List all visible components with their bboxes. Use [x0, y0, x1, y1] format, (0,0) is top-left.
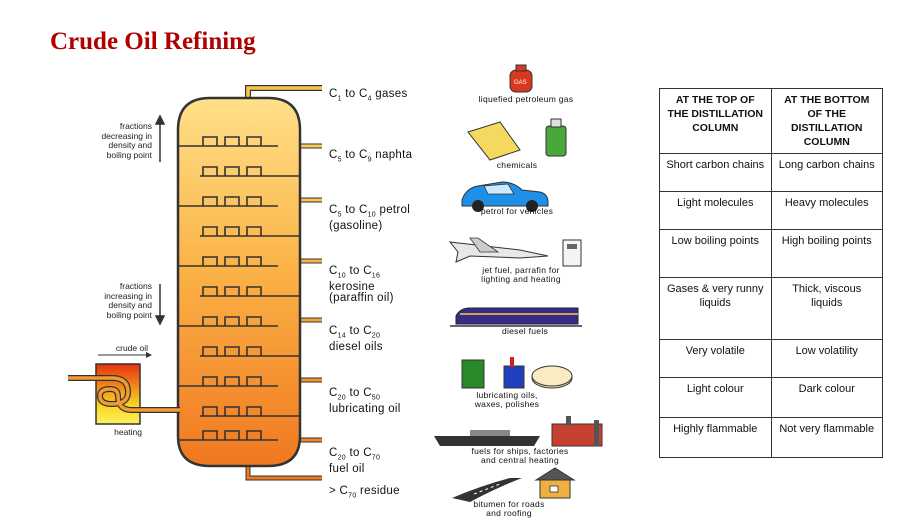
chemicals-icon	[467, 118, 567, 161]
bubble-cap	[202, 406, 218, 416]
bubble-cap	[224, 316, 240, 326]
product-label: chemicals	[496, 160, 538, 170]
bubble-cap	[202, 376, 218, 386]
table-cell: Low boiling points	[659, 229, 772, 278]
bubble-cap	[246, 406, 262, 416]
table-header-row: AT THE TOP OF THE DISTILLATION COLUMN AT…	[659, 88, 883, 154]
product-label: petrol for vehicles	[480, 206, 554, 216]
distillation-column	[176, 96, 302, 468]
table-cell: High boiling points	[770, 229, 883, 278]
bubble-cap	[224, 226, 240, 236]
fractions-decreasing-label: fractions decreasing in density and boil…	[101, 121, 152, 160]
bubble-cap	[202, 430, 218, 440]
direction-arrows	[154, 114, 166, 326]
distillation-diagram: GAS	[68, 64, 603, 502]
bubble-cap	[246, 346, 262, 356]
table-cell: Low volatility	[770, 339, 883, 378]
road-house-icon	[452, 467, 576, 502]
output-pipes	[245, 85, 322, 481]
bubble-cap	[246, 430, 262, 440]
jet-plane-icon	[448, 237, 582, 267]
fractions-increasing-label: fractions increasing in density and boil…	[104, 281, 152, 320]
fraction-label: > C70 residue	[329, 485, 400, 500]
bubble-cap	[224, 136, 240, 146]
train-icon	[450, 307, 582, 327]
bubble-cap	[202, 286, 218, 296]
bubble-cap	[202, 196, 218, 206]
bubble-cap	[246, 166, 262, 176]
table-cell: Long carbon chains	[770, 153, 883, 192]
oil-cans-icon	[461, 357, 573, 389]
bubble-cap	[224, 430, 240, 440]
bubble-cap	[202, 166, 218, 176]
heater	[68, 352, 180, 425]
column-trays	[178, 136, 300, 441]
bubble-cap	[224, 256, 240, 266]
table-cell: Short carbon chains	[659, 153, 772, 192]
heating-label: heating	[114, 427, 142, 437]
header-bottom-of-column: AT THE BOTTOM OF THE DISTILLATION COLUMN	[770, 88, 883, 154]
table-cell: Thick, viscous liquids	[770, 277, 883, 340]
table-cell: Dark colour	[770, 377, 883, 418]
bubble-cap	[246, 196, 262, 206]
table-cell: Gases & very runny liquids	[659, 277, 772, 340]
table-cell: Not very flammable	[770, 417, 883, 458]
bubble-cap	[246, 256, 262, 266]
bubble-cap	[224, 376, 240, 386]
bubble-cap	[202, 346, 218, 356]
bubble-cap	[202, 256, 218, 266]
gas-cylinder-icon: GAS	[509, 64, 533, 93]
bubble-cap	[224, 196, 240, 206]
page-title: Crude Oil Refining	[50, 28, 256, 55]
crude-oil-label: crude oil	[115, 343, 148, 353]
table-cell: Light colour	[659, 377, 772, 418]
table-cell: Light molecules	[659, 191, 772, 230]
fraction-label: C1 to C4 gases	[329, 88, 408, 103]
product-label: liquefied petroleum gas	[478, 94, 574, 104]
header-top-of-column: AT THE TOP OF THE DISTILLATION COLUMN	[659, 88, 772, 154]
fraction-label: C5 to C9 naphta	[329, 149, 413, 164]
table-cell: Very volatile	[659, 339, 772, 378]
product-label: diesel fuels	[501, 326, 549, 336]
table-cell: Heavy molecules	[770, 191, 883, 230]
bubble-cap	[224, 346, 240, 356]
bubble-cap	[246, 316, 262, 326]
bubble-cap	[246, 136, 262, 146]
bubble-cap	[246, 286, 262, 296]
ship-factory-icon	[434, 416, 603, 447]
bubble-cap	[224, 406, 240, 416]
bubble-cap	[224, 166, 240, 176]
bubble-cap	[246, 376, 262, 386]
fraction-label: C5 to C10 petrol(gasoline)	[329, 204, 411, 232]
table-cell: Highly flammable	[659, 417, 772, 458]
product-label: lubricating oils,waxes, polishes	[474, 390, 540, 409]
bubble-cap	[202, 226, 218, 236]
car-icon	[461, 181, 549, 212]
bubble-cap	[202, 316, 218, 326]
comparison-table: AT THE TOP OF THE DISTILLATION COLUMN AT…	[659, 88, 883, 458]
bubble-cap	[224, 286, 240, 296]
bubble-cap	[202, 136, 218, 146]
svg-text:GAS: GAS	[514, 80, 527, 86]
bubble-cap	[246, 226, 262, 236]
